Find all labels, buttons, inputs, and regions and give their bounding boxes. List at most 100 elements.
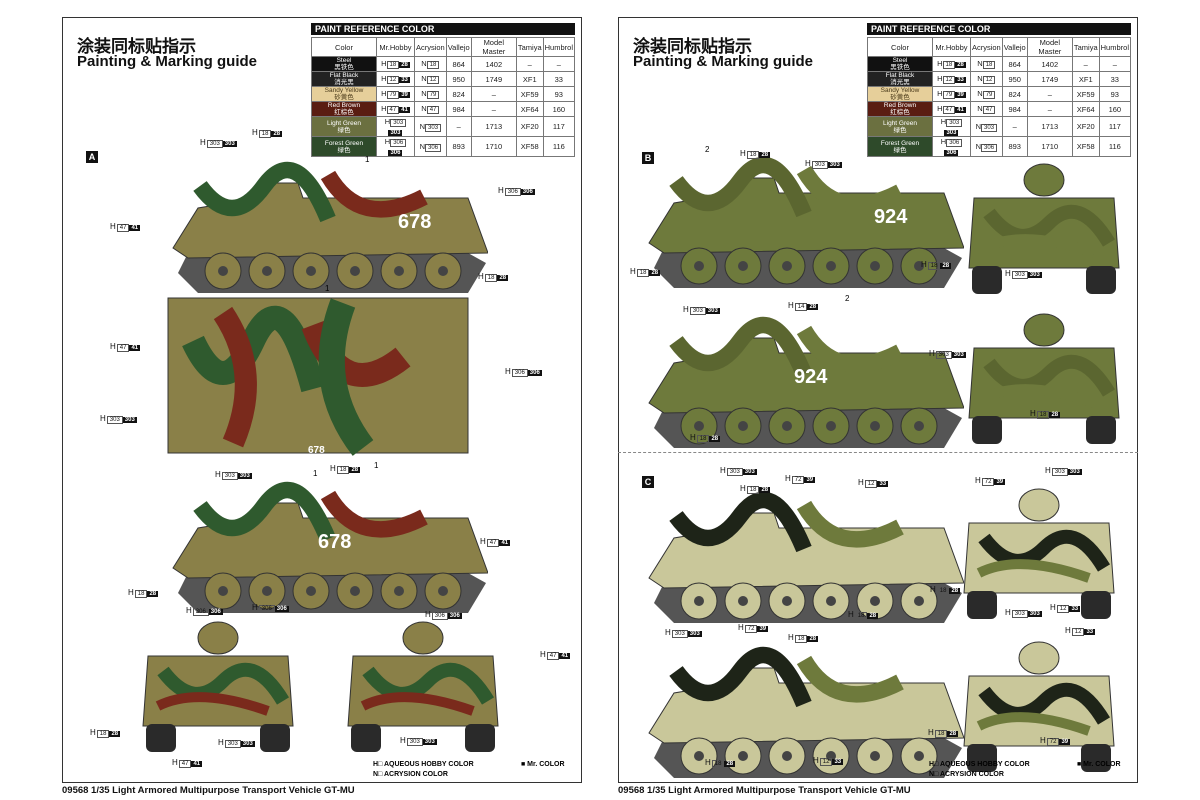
tamiya-code: XF20 [515,116,544,137]
column-header: Color [867,37,933,57]
painting-guide-page-right: 涂装同标贴指示 Painting & Marking guide PAINT R… [618,17,1138,783]
title-english: Painting & Marking guide [633,53,814,70]
column-header: Humbrol [542,37,576,57]
vallejo-code: 984 [1001,101,1028,117]
model-master-code: 1402 [470,56,517,72]
vallejo-code: 950 [1001,71,1028,87]
vehicle-side-view-b-left: 924 [644,148,965,298]
model-master-code: – [470,101,517,117]
vallejo-code: 824 [1001,86,1028,102]
humbrol-code: 160 [1098,101,1132,117]
model-master-code: – [1026,101,1073,117]
humbrol-code: 93 [1098,86,1132,102]
vehicle-side-view-c-right [644,638,965,788]
tamiya-code: XF58 [515,136,544,157]
humbrol-code: – [542,56,576,72]
tamiya-code: XF20 [1071,116,1100,137]
vehicle-side-view-a-left: 678 [168,153,489,303]
humbrol-code: 117 [542,116,576,137]
model-master-code: 1402 [1026,56,1073,72]
column-header: Acrysion [413,37,447,57]
column-header: Tamiya [515,37,544,57]
tamiya-code: XF64 [1071,101,1100,117]
part-number: 1 [365,155,370,164]
vallejo-code: 864 [1001,56,1028,72]
vallejo-code: 824 [445,86,472,102]
title-english: Painting & Marking guide [77,53,258,70]
legend-aqueous: H□ AQUEOUS HOBBY COLOR [373,761,474,768]
tamiya-code: – [515,56,544,72]
footer-caption-left: 09568 1/35 Light Armored Multipurpose Tr… [62,785,355,796]
section-label-c: C [642,476,654,488]
vehicle-number-marking: 924 [874,206,908,228]
color-legend: H□ AQUEOUS HOBBY COLOR N□ ACRYSION COLOR [929,760,1030,780]
model-master-code: 1749 [1026,71,1073,87]
vehicle-number-marking: 678 [308,445,325,456]
column-header: Vallejo [1001,37,1028,57]
vehicle-front-view-a [138,616,298,761]
tamiya-code: – [1071,56,1100,72]
vehicle-side-view-b-right: 924 [644,308,965,458]
vallejo-code: 893 [1001,136,1028,157]
part-number: 1 [374,461,379,470]
part-number: 2 [705,145,710,154]
vallejo-code: 984 [445,101,472,117]
column-header: Model Master [470,37,517,57]
tamiya-code: XF1 [515,71,544,87]
vehicle-top-view-a: 678 [163,293,473,463]
column-header: Tamiya [1071,37,1100,57]
legend-mr-color: ■ Mr. COLOR [521,761,565,768]
tamiya-code: XF1 [1071,71,1100,87]
